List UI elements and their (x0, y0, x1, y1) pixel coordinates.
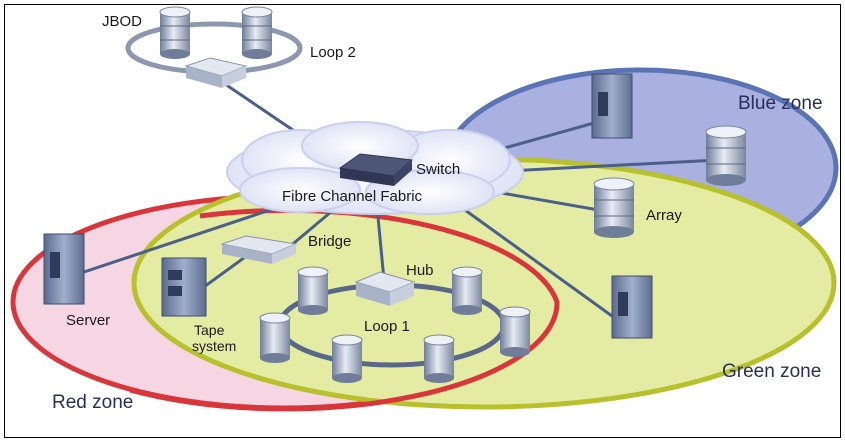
system-label: system (192, 338, 237, 354)
loop-2-label: Loop 2 (310, 44, 356, 61)
tape-label: Tape (194, 322, 225, 338)
loop-1-disk-icon (423, 334, 455, 383)
bridge-icon (220, 235, 298, 264)
array-icon (593, 177, 635, 238)
blue-zone-server-icon (591, 73, 633, 139)
loop-1-disk-icon (451, 266, 483, 315)
blue-zone-array-icon (705, 125, 747, 186)
jbod-label: JBOD (102, 13, 143, 30)
jbod-disk-icon (241, 6, 273, 59)
switch-label: Switch (416, 161, 461, 178)
blue-zone-label: Blue zone (738, 93, 823, 114)
loop-1-disk-icon (259, 312, 291, 363)
loop-1-disk-icon (297, 266, 329, 315)
bridge-label: Bridge (308, 233, 352, 250)
red-zone-ring (129, 207, 560, 412)
server-label: Server (66, 312, 111, 329)
tape-system-icon (161, 257, 207, 317)
red-zone-label: Red zone (52, 392, 134, 413)
loop-1-disk-icon (499, 306, 531, 357)
server-icon (43, 233, 85, 305)
array-label: Array (646, 207, 682, 224)
loop-1-disk-icon (331, 334, 363, 383)
loop-2-hub-icon (184, 57, 248, 88)
jbod-disk-icon (159, 6, 191, 59)
green-zone-server-icon (611, 275, 653, 339)
hub-icon (354, 271, 416, 306)
fabric-label: Fibre Channel Fabric (282, 188, 423, 205)
switch-icon (338, 153, 414, 186)
image-border (4, 4, 841, 438)
loop-1-label: Loop 1 (364, 318, 410, 335)
hub-label: Hub (406, 262, 434, 279)
green-zone-label: Green zone (722, 361, 822, 382)
